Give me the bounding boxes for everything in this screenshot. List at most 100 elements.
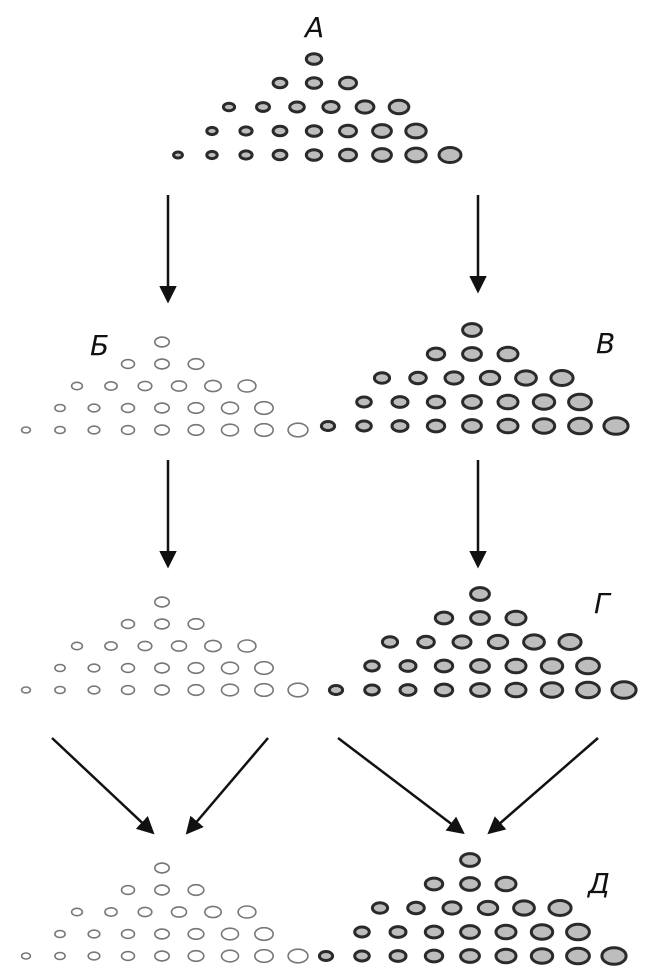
seed bbox=[557, 633, 583, 651]
seed bbox=[327, 684, 345, 696]
seed bbox=[187, 401, 205, 415]
seed bbox=[20, 426, 32, 434]
seed bbox=[441, 900, 463, 916]
seed bbox=[304, 76, 324, 90]
seed bbox=[54, 425, 66, 435]
arrow-7 bbox=[337, 737, 465, 835]
seed bbox=[154, 402, 171, 414]
seed bbox=[20, 686, 32, 694]
seed bbox=[443, 370, 465, 386]
seed bbox=[575, 656, 601, 676]
seed bbox=[254, 682, 275, 698]
seed bbox=[87, 685, 101, 695]
seed bbox=[238, 149, 254, 161]
seed bbox=[437, 146, 463, 164]
seed bbox=[451, 634, 473, 650]
seed bbox=[363, 659, 381, 673]
seed bbox=[238, 125, 254, 137]
seed bbox=[254, 926, 275, 942]
seed-group-a bbox=[172, 52, 463, 164]
seed bbox=[565, 922, 591, 942]
seed bbox=[154, 336, 171, 348]
seed bbox=[469, 658, 491, 674]
seed bbox=[338, 147, 358, 163]
seed bbox=[120, 884, 136, 896]
seed bbox=[425, 418, 447, 434]
seed bbox=[154, 950, 171, 962]
seed bbox=[170, 640, 188, 652]
seed bbox=[154, 862, 171, 874]
seed bbox=[271, 124, 289, 138]
seed bbox=[363, 683, 381, 697]
seed bbox=[54, 663, 66, 673]
seed bbox=[120, 950, 136, 962]
seed bbox=[271, 148, 289, 162]
seed bbox=[398, 659, 418, 673]
seed bbox=[254, 948, 275, 964]
arrow-6 bbox=[185, 737, 269, 835]
label-b: Б bbox=[90, 329, 110, 362]
seed bbox=[154, 684, 171, 696]
seed bbox=[338, 123, 358, 139]
seed bbox=[433, 610, 455, 626]
seed bbox=[120, 402, 136, 414]
seed bbox=[221, 101, 237, 113]
seed bbox=[154, 596, 171, 608]
label-d: Д bbox=[588, 867, 610, 900]
seed bbox=[54, 951, 66, 961]
seed bbox=[425, 346, 447, 362]
seed-group-b bbox=[20, 336, 309, 438]
seed-group-d1 bbox=[20, 862, 309, 964]
seed bbox=[237, 905, 257, 919]
seed bbox=[602, 416, 630, 436]
seed bbox=[104, 640, 118, 651]
seed bbox=[461, 394, 483, 410]
seed bbox=[220, 423, 240, 437]
seed bbox=[120, 618, 136, 630]
seed bbox=[87, 425, 101, 435]
seed bbox=[476, 899, 500, 917]
seed bbox=[87, 663, 101, 673]
seed bbox=[304, 124, 324, 138]
seed bbox=[380, 635, 400, 649]
seed bbox=[154, 928, 171, 940]
seed bbox=[494, 875, 518, 893]
seed bbox=[271, 76, 289, 90]
seed bbox=[355, 419, 373, 433]
seed bbox=[254, 422, 275, 438]
seed bbox=[353, 925, 371, 939]
seed bbox=[504, 681, 528, 699]
seed bbox=[370, 901, 390, 915]
seed bbox=[425, 394, 447, 410]
seed bbox=[120, 358, 136, 370]
seed-group-g bbox=[327, 586, 638, 700]
seed bbox=[237, 379, 257, 393]
seed bbox=[496, 417, 520, 435]
seed bbox=[287, 682, 309, 698]
seed bbox=[170, 380, 188, 392]
seed bbox=[372, 371, 392, 385]
seed bbox=[204, 639, 223, 653]
seed-group-b2 bbox=[20, 596, 309, 698]
seed bbox=[387, 98, 411, 116]
seed bbox=[220, 949, 240, 963]
seed bbox=[87, 951, 101, 961]
seed bbox=[353, 949, 371, 963]
seed-group-v bbox=[319, 322, 630, 436]
label-g: Г bbox=[594, 587, 610, 620]
seed bbox=[461, 322, 483, 338]
seed bbox=[204, 905, 223, 919]
seed bbox=[254, 660, 275, 676]
seed bbox=[416, 634, 436, 650]
seed bbox=[469, 586, 491, 602]
seed bbox=[338, 75, 358, 91]
seed bbox=[600, 946, 628, 966]
seed bbox=[187, 617, 205, 631]
seed bbox=[255, 101, 271, 113]
seed bbox=[187, 927, 205, 941]
seed bbox=[120, 684, 136, 696]
label-a: А bbox=[305, 11, 325, 44]
seed bbox=[137, 640, 153, 652]
seed bbox=[172, 150, 184, 160]
seed bbox=[154, 884, 171, 896]
